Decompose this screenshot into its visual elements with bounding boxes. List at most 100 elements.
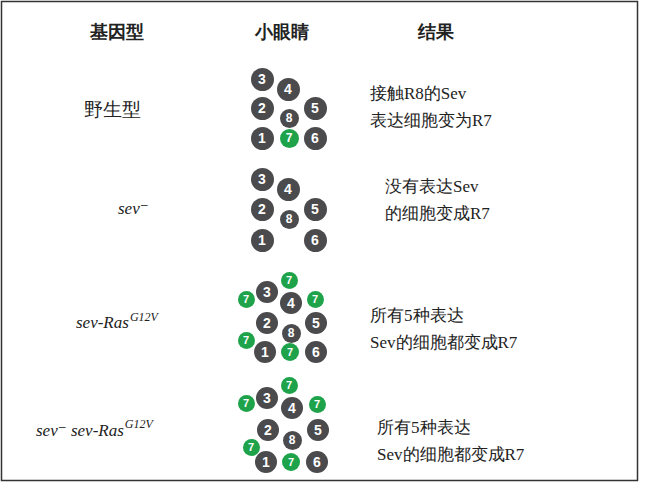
column-header: 结果 [418, 20, 454, 44]
cell-circle [238, 332, 255, 349]
photoreceptor-cell: 2 [256, 312, 278, 334]
photoreceptor-cell: 7 [307, 291, 324, 308]
result-text: 所有5种表达 Sev的细胞都变成R7 [370, 302, 517, 356]
cell-number: 1 [258, 233, 266, 247]
photoreceptor-cell: 5 [305, 312, 327, 334]
cell-number: 1 [258, 131, 266, 145]
cell-circle [281, 377, 298, 394]
photoreceptor-cell: 4 [277, 178, 300, 201]
result-text: 所有5种表达 Sev的细胞都变成R7 [377, 414, 524, 468]
cell-number: 7 [312, 294, 318, 305]
photoreceptor-cell: 5 [304, 97, 327, 120]
photoreceptor-cell: 7 [280, 129, 299, 148]
genotype-label: sev⁻ sev-Ras [36, 420, 124, 441]
cell-circle [306, 451, 328, 473]
cell-circle [256, 312, 278, 334]
photoreceptor-cell: 4 [277, 78, 300, 101]
cell-number: 2 [263, 316, 271, 330]
cell-number: 7 [286, 380, 292, 391]
cell-number: 4 [284, 82, 292, 96]
photoreceptor-cell: 1 [254, 341, 276, 363]
cell-number: 4 [287, 296, 295, 310]
photoreceptor-cell: 3 [251, 168, 274, 191]
cell-circle [304, 97, 327, 120]
cell-circle [251, 97, 274, 120]
cell-circle [283, 431, 302, 450]
cell-circle [307, 419, 329, 441]
photoreceptor-cell: 6 [304, 229, 327, 252]
result-text: 接触R8的Sev 表达细胞变为R7 [370, 80, 492, 134]
cell-number: 7 [243, 335, 249, 346]
cell-number: 3 [263, 391, 271, 405]
cell-number: 3 [258, 72, 266, 86]
cell-circle [243, 439, 260, 456]
cell-circle [307, 291, 324, 308]
cell-number: 7 [314, 399, 320, 410]
cell-number: 4 [288, 401, 296, 415]
photoreceptor-cell: 3 [251, 68, 274, 91]
cell-circle [255, 451, 277, 473]
cell-circle [281, 272, 298, 289]
cell-number: 7 [243, 294, 249, 305]
photoreceptor-cell: 7 [243, 439, 260, 456]
cell-circle [280, 129, 299, 148]
cell-circle [251, 168, 274, 191]
cell-number: 4 [284, 182, 292, 196]
cell-number: 5 [312, 316, 320, 330]
photoreceptor-cell: 8 [283, 431, 302, 450]
photoreceptor-cell: 8 [282, 324, 301, 343]
result-text: 没有表达Sev 的细胞变成R7 [385, 173, 490, 227]
cell-circle [282, 453, 300, 471]
photoreceptor-cell: 6 [305, 341, 327, 363]
cell-number: 8 [286, 213, 293, 225]
cell-number: 7 [286, 132, 293, 144]
cell-circle [305, 312, 327, 334]
photoreceptor-cell: 5 [307, 419, 329, 441]
cell-number: 2 [258, 202, 266, 216]
cell-circle [238, 395, 255, 412]
photoreceptor-cell: 2 [251, 97, 274, 120]
photoreceptor-cell: 4 [281, 397, 303, 419]
photoreceptor-cell: 3 [256, 387, 278, 409]
photoreceptor-cell: 1 [251, 127, 274, 150]
cell-number: 3 [263, 285, 271, 299]
column-header: 基因型 [90, 20, 144, 44]
cell-number: 6 [311, 233, 319, 247]
genotype-label: 野生型 [84, 97, 141, 123]
cell-circle [304, 198, 327, 221]
frame-border [2, 2, 638, 481]
photoreceptor-cell: 8 [280, 210, 299, 229]
cell-circle [251, 198, 274, 221]
cell-number: 7 [287, 347, 293, 358]
cell-number: 5 [311, 202, 319, 216]
cell-circle [277, 78, 300, 101]
cell-number: 2 [258, 101, 266, 115]
photoreceptor-cell: 7 [282, 453, 300, 471]
photoreceptor-cell: 2 [257, 419, 279, 441]
cell-circle [238, 291, 255, 308]
photoreceptor-cell: 7 [238, 395, 255, 412]
cell-circle [281, 397, 303, 419]
cell-number: 7 [248, 442, 254, 453]
cell-number: 8 [288, 327, 295, 339]
photoreceptor-cell: 7 [238, 291, 255, 308]
cell-number: 7 [286, 275, 292, 286]
cell-number: 8 [286, 112, 293, 124]
superscript: G12V [125, 417, 153, 432]
cell-circle [304, 127, 327, 150]
cell-circle [280, 109, 299, 128]
column-header: 小眼睛 [255, 20, 309, 44]
cell-number: 6 [313, 455, 321, 469]
cell-number: 7 [288, 457, 294, 468]
cell-number: 2 [264, 423, 272, 437]
cell-circle [282, 324, 301, 343]
cell-circle [257, 419, 279, 441]
photoreceptor-cell: 7 [309, 396, 326, 413]
photoreceptor-cell: 4 [280, 292, 302, 314]
photoreceptor-cell: 5 [304, 198, 327, 221]
cell-number: 6 [311, 131, 319, 145]
genotype-label: sev-Ras [76, 313, 129, 333]
photoreceptor-cell: 7 [281, 377, 298, 394]
cell-circle [251, 127, 274, 150]
cell-circle [280, 292, 302, 314]
